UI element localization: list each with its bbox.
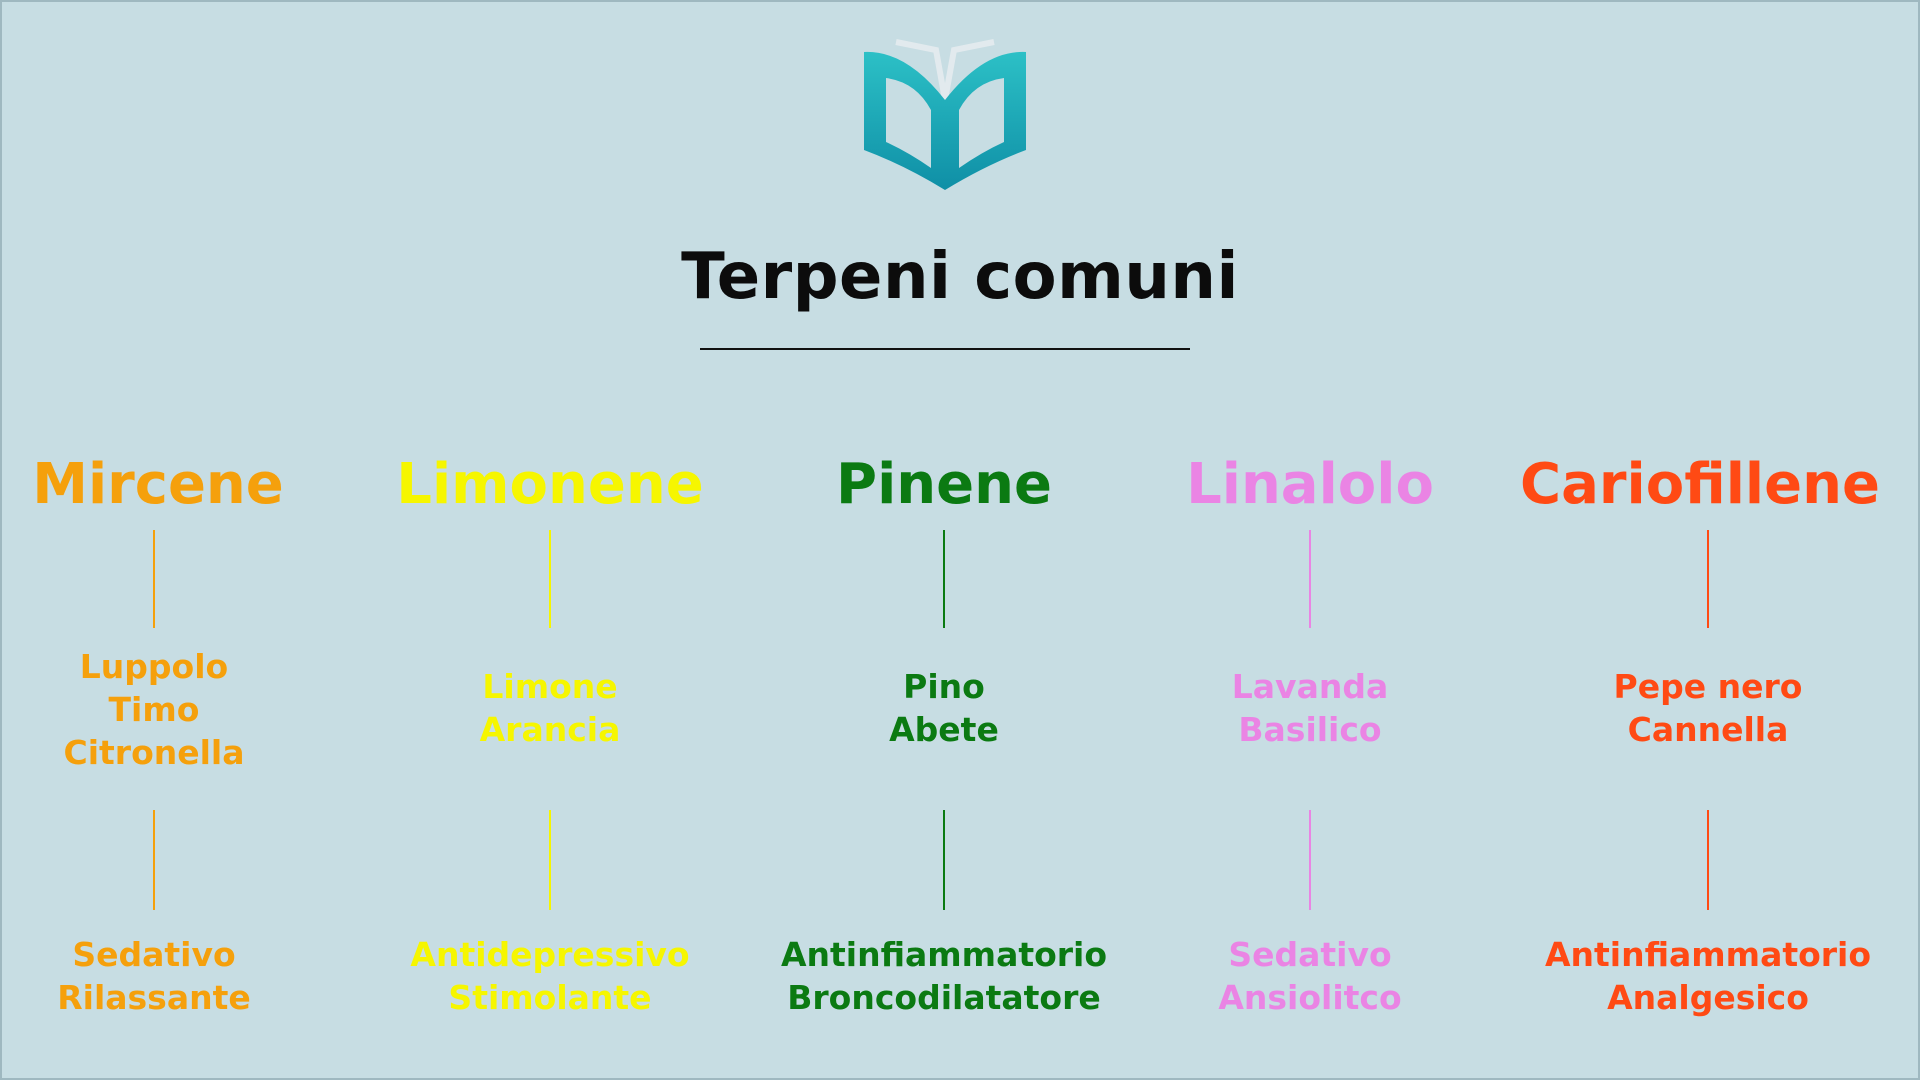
effect-item: Antinfiammatorio — [1544, 935, 1872, 974]
connector-line — [549, 530, 551, 628]
connector-line — [153, 530, 155, 628]
connector-line — [153, 810, 155, 910]
open-book-icon — [864, 39, 1026, 190]
source-item: Lavanda — [1231, 667, 1389, 706]
effect-item: Analgesico — [1607, 978, 1809, 1017]
source-item: Abete — [889, 710, 999, 749]
connector-line — [943, 810, 945, 910]
terpene-name: Pinene — [836, 452, 1052, 517]
source-item: Limone — [482, 667, 618, 706]
source-item: Pino — [903, 667, 985, 706]
connector-line — [1309, 810, 1311, 910]
source-item: Pepe nero — [1613, 667, 1803, 706]
terpene-name: Limonene — [396, 452, 704, 517]
effect-item: Stimolante — [448, 978, 652, 1017]
connector-line — [1309, 530, 1311, 628]
source-item: Timo — [108, 690, 200, 729]
effect-item: Sedativo — [1228, 935, 1392, 974]
source-item: Cannella — [1627, 710, 1789, 749]
terpene-name: Mircene — [32, 452, 284, 517]
title-underline — [700, 348, 1190, 350]
source-item: Basilico — [1238, 710, 1382, 749]
source-item: Luppolo — [79, 647, 229, 686]
source-item: Arancia — [479, 710, 621, 749]
source-item: Citronella — [63, 733, 245, 772]
terpene-name: Cariofillene — [1520, 452, 1880, 517]
connector-line — [549, 810, 551, 910]
connector-line — [1707, 530, 1709, 628]
connector-line — [1707, 810, 1709, 910]
effect-item: Broncodilatatore — [787, 978, 1101, 1017]
page-title: Terpeni comuni — [681, 240, 1239, 314]
effect-item: Ansiolitco — [1218, 978, 1402, 1017]
connector-line — [943, 530, 945, 628]
terpene-name: Linalolo — [1186, 452, 1434, 517]
effect-item: Antidepressivo — [410, 935, 690, 974]
effect-item: Rilassante — [57, 978, 251, 1017]
effect-item: Antinfiammatorio — [780, 935, 1108, 974]
effect-item: Sedativo — [72, 935, 236, 974]
